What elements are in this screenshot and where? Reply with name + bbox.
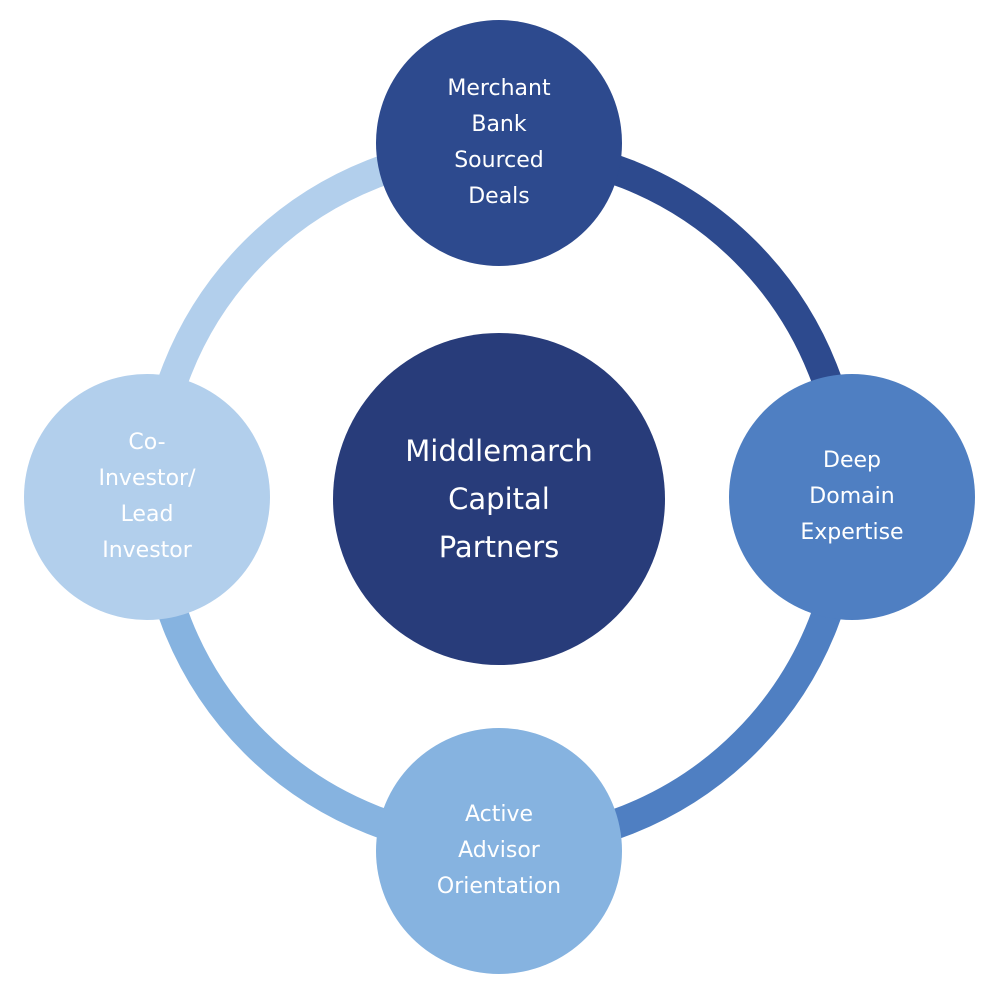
node-label-line: Expertise bbox=[800, 520, 904, 545]
node-label-line: Sourced bbox=[454, 148, 544, 173]
node-merchant-bank-sourced-deals: Merchant Bank Sourced Deals bbox=[376, 20, 622, 266]
node-label-line: Merchant bbox=[447, 76, 551, 101]
node-label-line: Domain bbox=[809, 484, 895, 509]
node-label-line: Orientation bbox=[436, 874, 562, 899]
node-label-line: Investor/ bbox=[98, 466, 196, 491]
node-label-line: Investor bbox=[102, 538, 192, 563]
node-label-line: Bank bbox=[471, 112, 527, 137]
node-label-line: Deep bbox=[823, 448, 881, 473]
center-label-line: Middlemarch bbox=[405, 434, 593, 468]
node-deep-domain-expertise: Deep Domain Expertise bbox=[729, 374, 975, 620]
node-label-line: Deals bbox=[468, 184, 530, 209]
center-node: Middlemarch Capital Partners bbox=[333, 333, 665, 665]
center-label-line: Capital bbox=[448, 482, 550, 516]
node-label-line: Advisor bbox=[458, 838, 540, 863]
node-co-investor-lead-investor: Co- Investor/ Lead Investor bbox=[24, 374, 270, 620]
node-label-line: Co- bbox=[128, 430, 166, 455]
node-active-advisor-orientation: Active Advisor Orientation bbox=[376, 728, 622, 974]
node-label-line: Active bbox=[464, 802, 534, 827]
node-label-line: Lead bbox=[120, 502, 174, 527]
center-label-line: Partners bbox=[438, 530, 560, 564]
